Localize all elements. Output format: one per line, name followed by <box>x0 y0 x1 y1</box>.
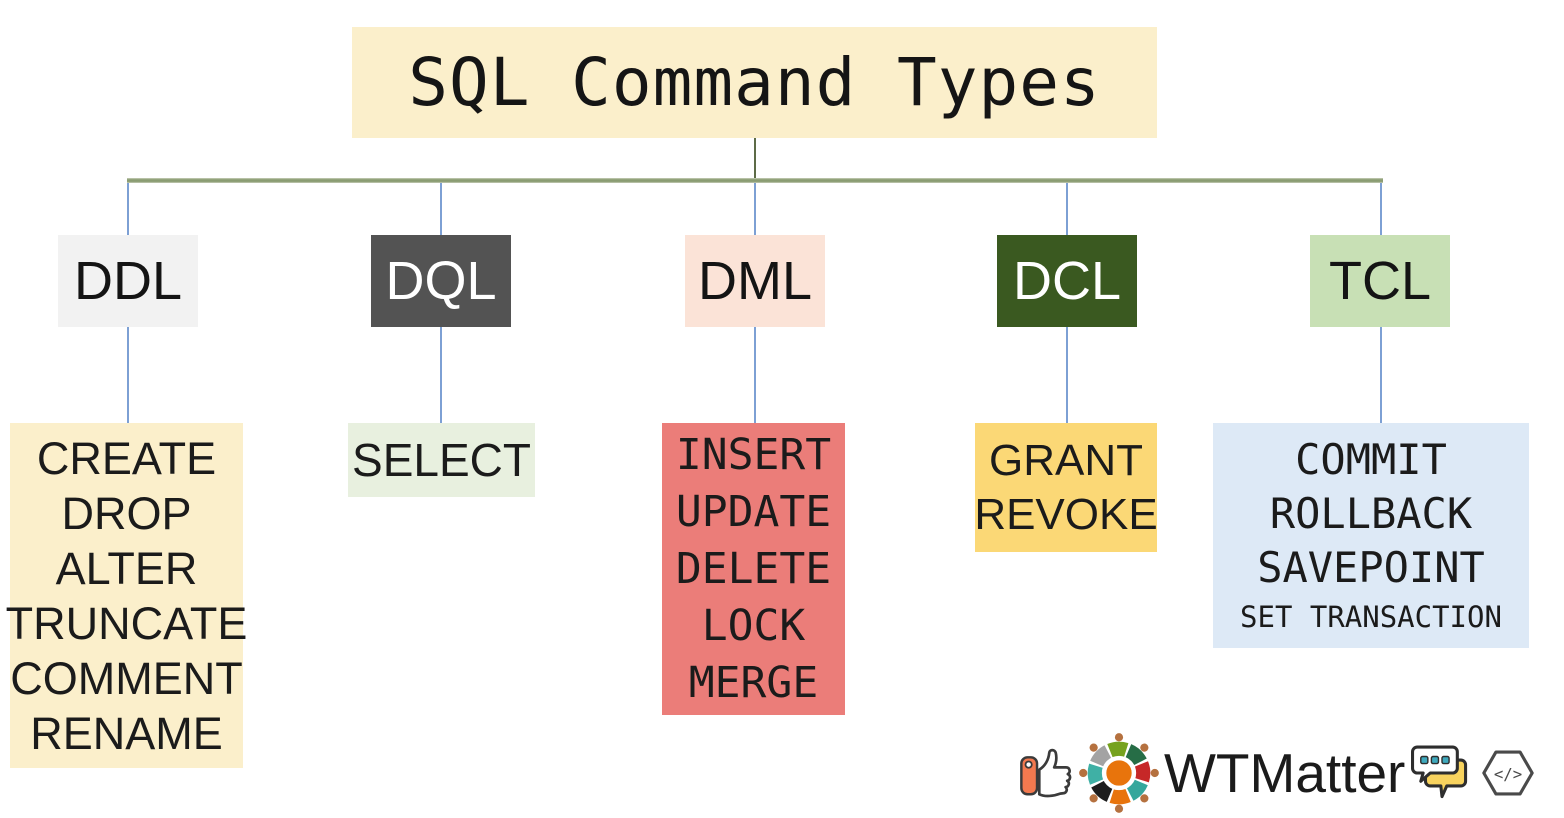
category-box-dcl: DCL <box>997 235 1137 327</box>
command-drop: DROP <box>61 487 192 539</box>
command-insert: INSERT <box>675 429 832 480</box>
connector-dcl-top <box>1066 183 1068 235</box>
command-delete: DELETE <box>675 543 832 594</box>
diagram-title: SQL Command Types <box>352 27 1157 138</box>
leaf-box-tcl: COMMIT ROLLBACK SAVEPOINT SET TRANSACTIO… <box>1213 423 1529 648</box>
command-commit: COMMIT <box>1295 434 1447 484</box>
connector-ddl-top <box>127 183 129 235</box>
category-box-dml: DML <box>685 235 825 327</box>
command-update: UPDATE <box>675 486 832 537</box>
svg-text:</>: </> <box>1494 765 1522 784</box>
command-savepoint: SAVEPOINT <box>1257 542 1485 592</box>
connector-horizontal <box>127 178 1383 183</box>
command-alter: ALTER <box>55 542 198 594</box>
leaf-box-dcl: GRANT REVOKE <box>974 423 1158 552</box>
leaf-box-ddl: CREATE DROP ALTER TRUNCATE COMMENT RENAM… <box>6 423 247 768</box>
command-rename: RENAME <box>30 707 223 759</box>
leaf-box-dql: SELECT <box>348 423 535 497</box>
leaf-box-dml: INSERT UPDATE DELETE LOCK MERGE <box>662 423 845 715</box>
connector-dml-bottom <box>754 327 756 423</box>
connector-dql-bottom <box>440 327 442 423</box>
connector-ddl-bottom <box>127 327 129 423</box>
connector-dql-top <box>440 183 442 235</box>
command-revoke: REVOKE <box>974 489 1158 539</box>
command-grant: GRANT <box>989 435 1143 485</box>
command-merge: MERGE <box>688 657 819 708</box>
connector-tcl-top <box>1380 183 1382 235</box>
community-wheel-icon <box>1079 733 1159 813</box>
command-select: SELECT <box>352 433 531 486</box>
chat-bubbles-icon <box>1411 745 1468 799</box>
category-box-dql: DQL <box>371 235 511 327</box>
category-box-ddl: DDL <box>58 235 198 327</box>
brand-watermark: WTMatter </> <box>1018 731 1537 815</box>
command-truncate: TRUNCATE <box>5 597 248 649</box>
brand-name: WTMatter <box>1164 742 1406 804</box>
command-set-transaction: SET TRANSACTION <box>1240 599 1502 634</box>
connector-tcl-bottom <box>1380 327 1382 423</box>
connector-title-drop <box>754 138 756 182</box>
command-comment: COMMENT <box>10 652 243 704</box>
thumbs-up-icon <box>1020 748 1072 798</box>
category-box-tcl: TCL <box>1310 235 1450 327</box>
command-create: CREATE <box>36 432 217 484</box>
connector-dcl-bottom <box>1066 327 1068 423</box>
code-hexagon-icon: </> <box>1482 750 1535 796</box>
command-lock: LOCK <box>701 600 806 651</box>
connector-dml-top <box>754 183 756 235</box>
command-rollback: ROLLBACK <box>1269 488 1473 538</box>
